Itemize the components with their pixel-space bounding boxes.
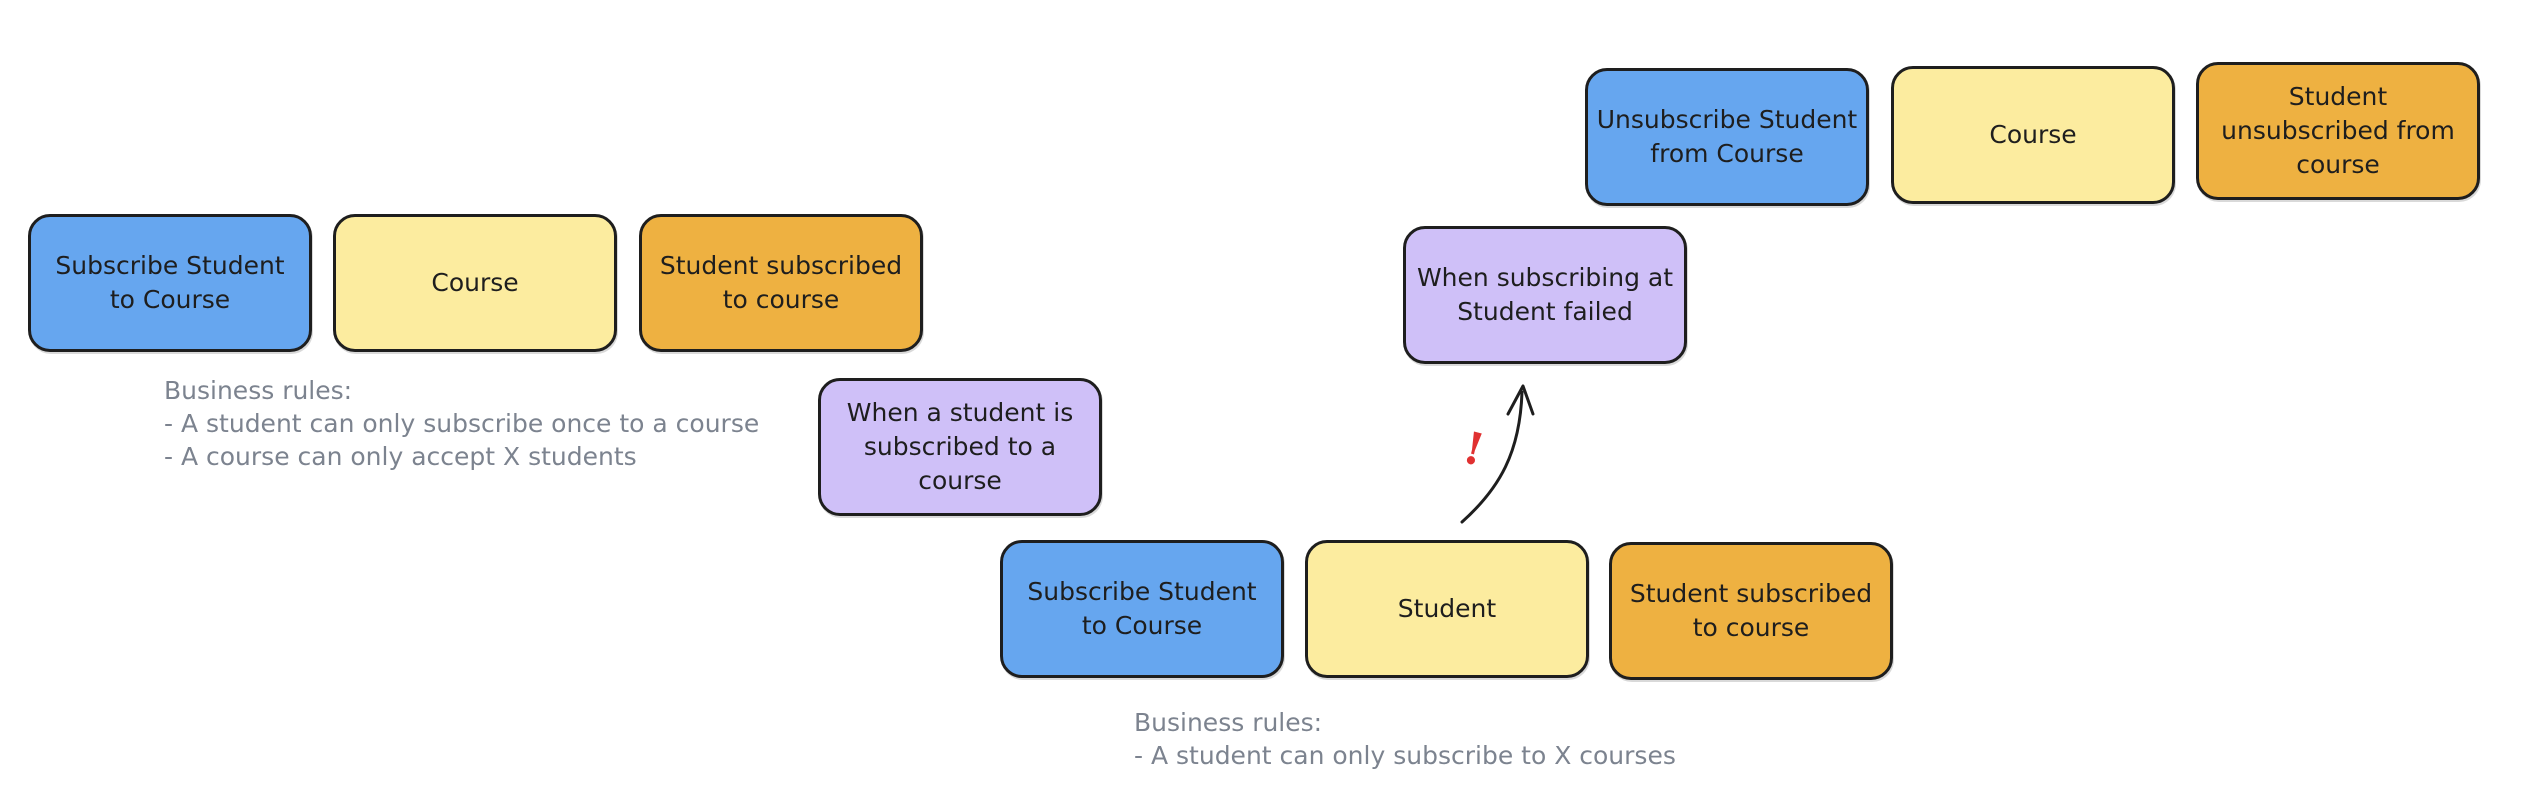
business-rule-item: - A course can only accept X students [164, 442, 637, 471]
event-student-subscribed-left[interactable]: Student subscribed to course [639, 214, 923, 352]
business-rule-item: - A student can only subscribe to X cour… [1134, 741, 1676, 770]
command-subscribe-student-to-course-left[interactable]: Subscribe Student to Course [28, 214, 312, 352]
business-rule-item: - A student can only subscribe once to a… [164, 409, 760, 438]
policy-student-subscribed[interactable]: When a student is subscribed to a course [818, 378, 1102, 516]
aggregate-course-left[interactable]: Course [333, 214, 617, 352]
business-rules-title: Business rules: [1134, 708, 1323, 737]
command-subscribe-student-to-course-bottom[interactable]: Subscribe Student to Course [1000, 540, 1284, 678]
business-rules-left: Business rules: - A student can only sub… [164, 374, 759, 473]
event-student-unsubscribed[interactable]: Student unsubscribed from course [2196, 62, 2480, 200]
aggregate-student[interactable]: Student [1305, 540, 1589, 678]
policy-subscribing-failed[interactable]: When subscribing at Student failed [1403, 226, 1687, 364]
aggregate-course-top[interactable]: Course [1891, 66, 2175, 204]
warning-exclamation-icon: ! [1458, 422, 1490, 477]
business-rules-bottom: Business rules: - A student can only sub… [1134, 706, 1676, 772]
event-student-subscribed-bottom[interactable]: Student subscribed to course [1609, 542, 1893, 680]
business-rules-title: Business rules: [164, 376, 353, 405]
command-unsubscribe-student-from-course[interactable]: Unsubscribe Student from Course [1585, 68, 1869, 206]
